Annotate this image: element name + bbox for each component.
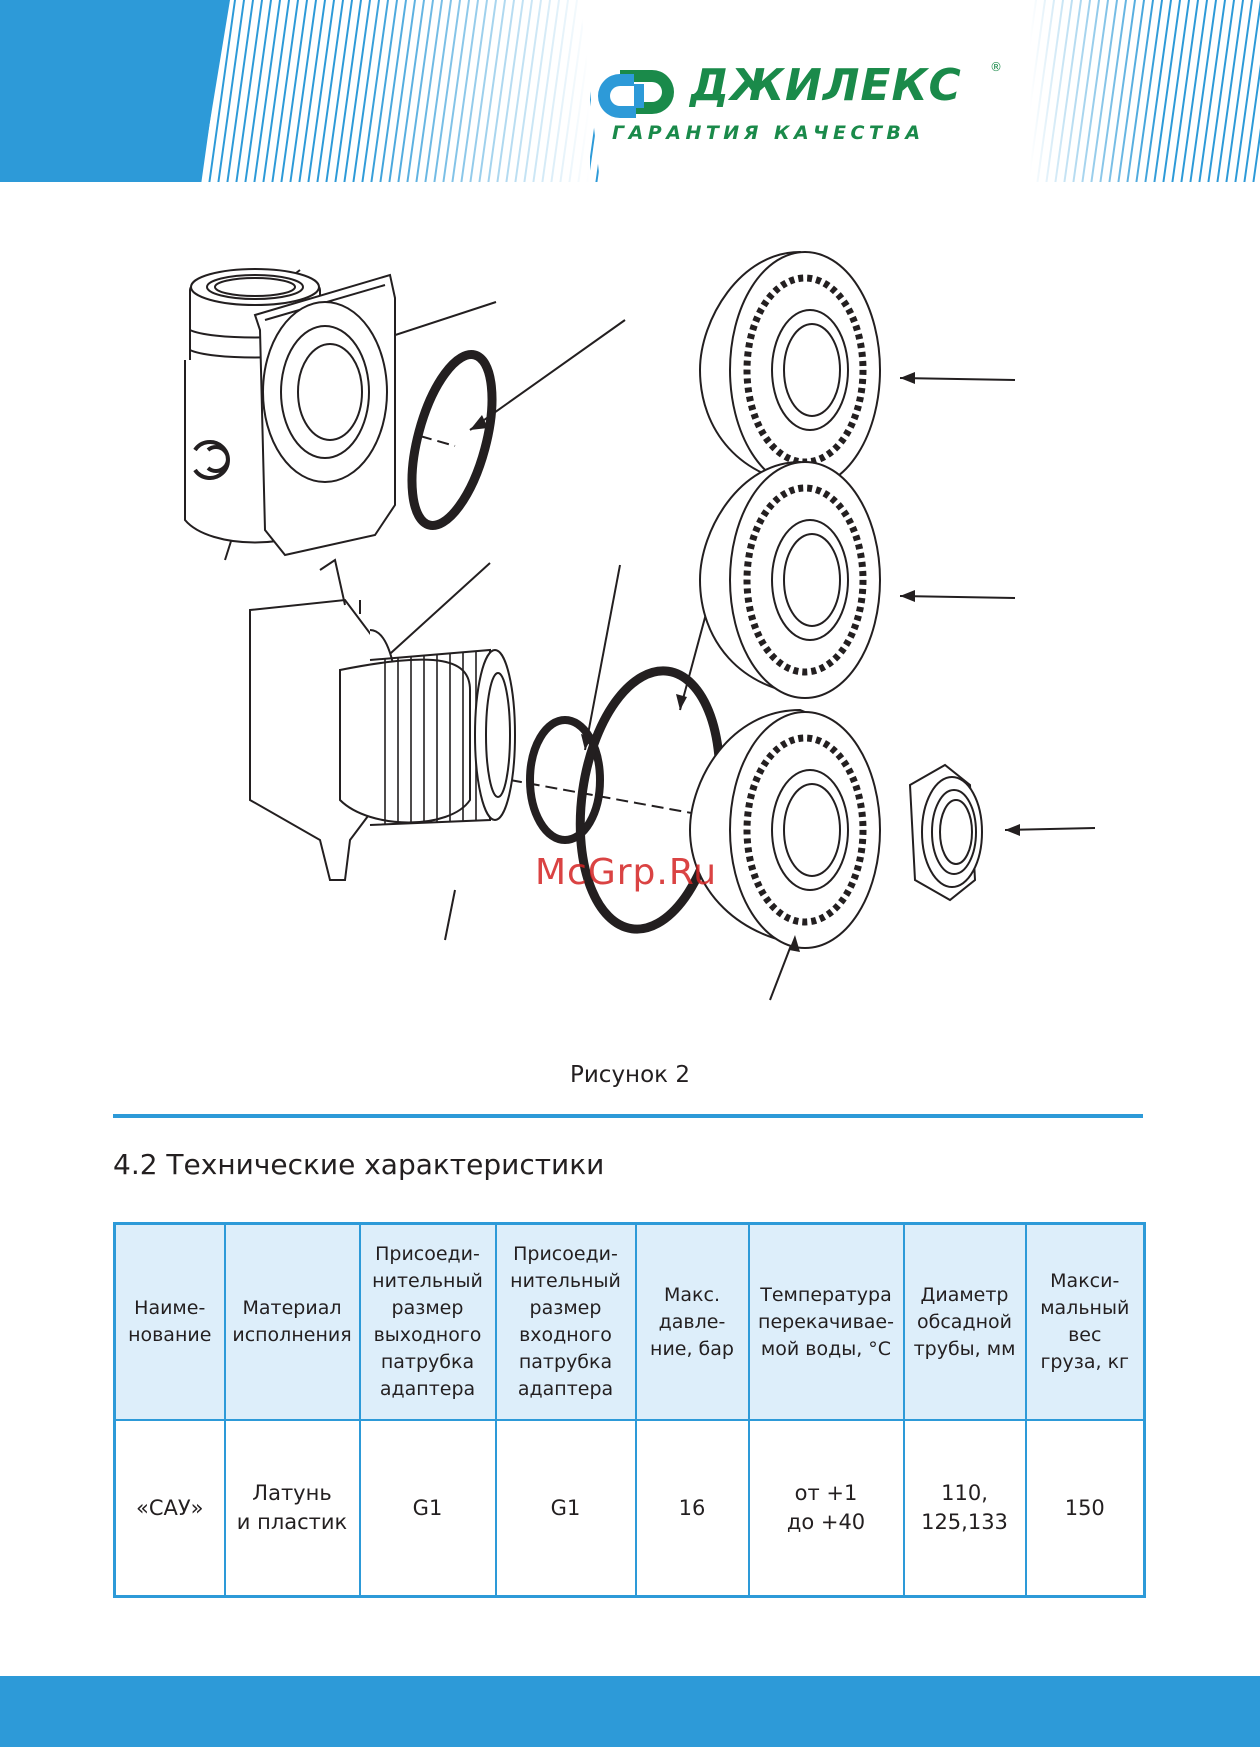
brand-logo-icon	[598, 70, 674, 118]
watermark-text: McGrp.Ru	[535, 852, 718, 893]
page-header: ДЖИЛЕКС ® ГАРАНТИЯ КАЧЕСТВА	[0, 0, 1260, 182]
header-hatch-pattern	[200, 0, 1260, 182]
brand-tagline: ГАРАНТИЯ КАЧЕСТВА	[612, 122, 925, 144]
section-divider	[113, 1114, 1143, 1118]
brand-name: ДЖИЛЕКС	[690, 60, 962, 111]
header-blue-block	[0, 0, 200, 182]
cell-max-pressure: 16	[634, 1419, 750, 1598]
cell-casing-diameter: 110,125,133	[902, 1419, 1027, 1598]
exploded-assembly-drawing	[184, 250, 1096, 1001]
cell-inlet-size: G1	[494, 1419, 637, 1598]
section-title: 4.2 Технические характеристики	[113, 1148, 605, 1181]
column-header-max-pressure: Макс.давле-ние, бар	[634, 1222, 750, 1421]
cell-name: «САУ»	[113, 1419, 226, 1598]
page-footer-bar	[0, 1676, 1260, 1747]
brand-logo: ДЖИЛЕКС ® ГАРАНТИЯ КАЧЕСТВА	[590, 60, 1010, 152]
cell-outlet-size: G1	[358, 1419, 497, 1598]
cell-max-load: 150	[1024, 1419, 1146, 1598]
registered-mark: ®	[990, 60, 1002, 74]
figure-caption: Рисунок 2	[569, 1062, 691, 1088]
column-header-name: Наиме-нование	[113, 1222, 226, 1421]
